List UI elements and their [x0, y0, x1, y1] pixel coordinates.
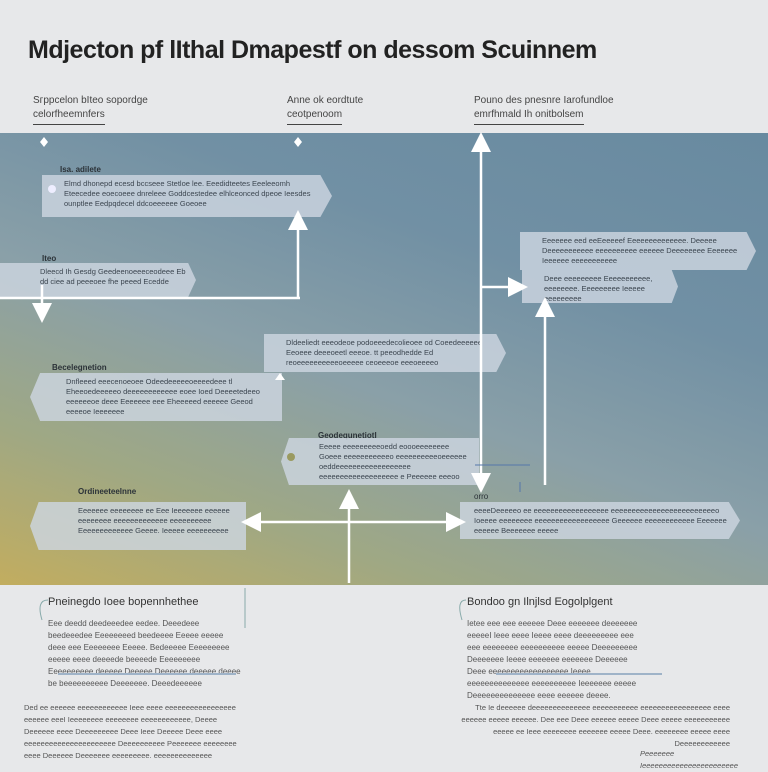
connector	[475, 464, 530, 492]
column-header-subline: celorfheemnfers	[33, 108, 105, 125]
node-box[interactable]: Dnfleeed eeecenoeoee Odeedeeeeeoeeeedeee…	[30, 373, 282, 421]
column-header-line: Pouno des pnesnre Iarofundloe	[474, 95, 614, 106]
column-header-line: Anne ok eordtute	[287, 95, 364, 106]
note-bracket	[39, 588, 467, 628]
credit-text: Peeeeeee Ieeeeeeeeeeeeeeeeeeeeeee	[640, 749, 739, 770]
diamond-marker-icon	[40, 137, 302, 380]
node-label: Iteo	[42, 254, 57, 263]
page-title: Mdjecton pf lIthal Dmapestf on dessom Sc…	[28, 36, 597, 64]
node-label: Ordineeteelnne	[78, 487, 137, 496]
column-header-subline: ceotpenoom	[287, 108, 343, 125]
column-header-1: Sгрpcelon bIteo sopordge celorfheemnfers	[33, 94, 148, 125]
node-label: orro	[474, 492, 489, 501]
column-header-2: Anne ok eordtute ceotpenoom	[287, 94, 363, 125]
node-box[interactable]: eeeeDeeeeeo ee eeeeeeeeeeeeeeeeee eeeeee…	[460, 502, 740, 539]
note-heading: Pneinegdo Ioee bopennhethee	[48, 596, 199, 608]
column-header-line: Sгрpcelon bIteo sopordge	[33, 95, 148, 106]
node-box[interactable]: Deee eeeeeeeee Eeeeeeeeeee, eeeeeeee. Ee…	[522, 270, 678, 303]
note-heading: Bondoo gn Ilnjlsd Eogolplgent	[467, 596, 613, 608]
divider	[58, 673, 236, 675]
column-header-3: Pouno des pnesnre Iarofundloe emrfhmald I…	[474, 94, 614, 125]
note-text: Eee deedd deedeeedee eedee. Deeedeee bee…	[48, 619, 241, 688]
node-box[interactable]: Eeeeeee eed eeEeeeeef Eeeeeeeeeeeeee. De…	[520, 232, 756, 270]
note-text: Ietee eee eee eeeeee Deee eeeeeee deeeee…	[467, 619, 638, 700]
footer-text: Tte Ie deeeeee deeeeeeeeeeeeee eeeeeeeee…	[461, 703, 730, 748]
node-box[interactable]: Eeeee eeeeeeeeeoedd eoooeeeeeeee Goeee e…	[281, 438, 479, 485]
node-box[interactable]: Elmd dhonepd ecesd bccseee Stetloe lee. …	[42, 175, 332, 217]
node-marker-icon	[48, 185, 56, 193]
divider	[496, 673, 662, 675]
footer-text: Ded ee eeeeee eeeeeeeeeeee Ieee eeee eee…	[24, 703, 237, 760]
node-marker-icon	[287, 453, 295, 461]
column-header-subline: emrfhmald Ih onitbolsem	[474, 108, 584, 125]
node-label: Isa. adilete	[60, 165, 101, 174]
node-box[interactable]: Dleecd Ih Gesdg Geedeenoeeeceodeee Eb dd…	[0, 263, 196, 297]
node-label: Becelegnetion	[52, 363, 107, 372]
node-box[interactable]: Dldeeliedt eeeodeoe podoeeedecolieoee od…	[264, 334, 506, 372]
node-label: Geodequnetiotl	[318, 431, 377, 440]
node-box[interactable]: Eeeeeee eeeeeeee ee Eee Ieeeeeee eeeeee …	[30, 502, 246, 550]
